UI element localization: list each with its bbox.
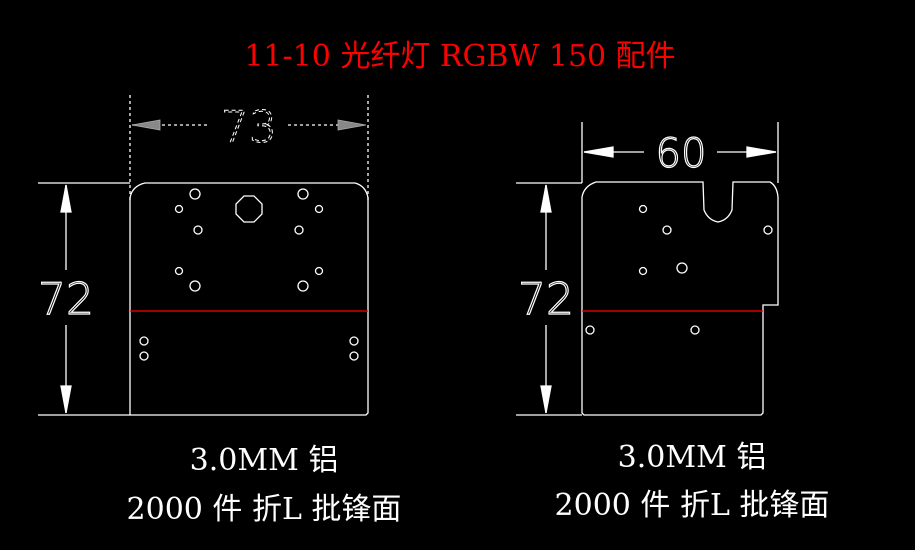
part-left <box>38 95 369 416</box>
plate-outline <box>581 181 779 416</box>
drawing-title: 11-10 光纤灯 RGBW 150 配件 <box>244 39 675 74</box>
note-left: 2000 件 折L 批锋面 <box>127 492 402 527</box>
note-right: 2000 件 折L 批锋面 <box>555 488 830 523</box>
width-dimension-left: 73 <box>221 102 277 153</box>
plate-outline <box>129 182 369 416</box>
height-dimension-right: 72 <box>518 274 574 325</box>
width-dimension-right: 60 <box>656 131 707 177</box>
part-right <box>516 122 779 416</box>
material-right: 3.0MM 铝 <box>618 440 767 475</box>
center-octagon-hole <box>235 195 263 223</box>
height-dimension-left: 72 <box>38 274 94 325</box>
material-left: 3.0MM 铝 <box>190 443 339 478</box>
